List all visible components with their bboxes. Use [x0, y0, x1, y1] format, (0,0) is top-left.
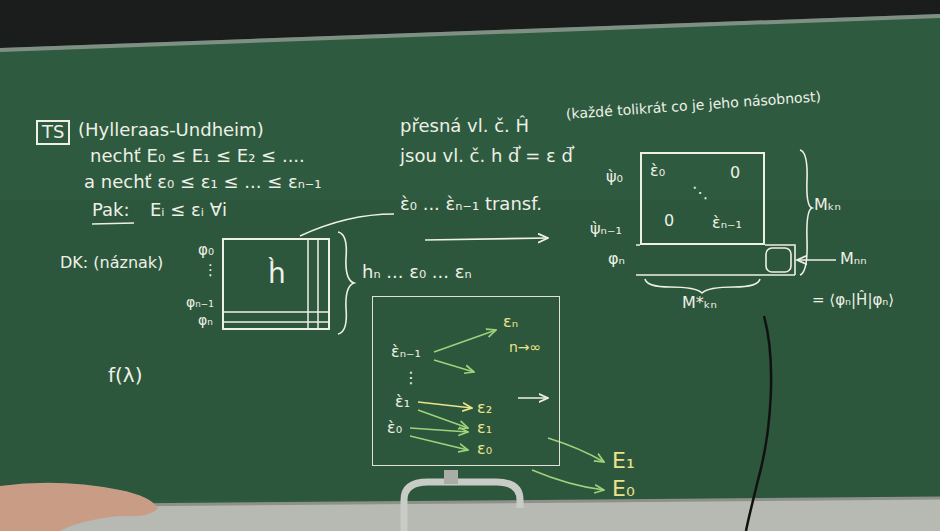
note-text: přesná vl. č. Ĥ: [400, 116, 529, 137]
row-label: ψ̀₀: [606, 168, 623, 186]
matrix-symbol: h̀: [268, 258, 286, 290]
curly-brace: [800, 150, 812, 275]
formula: ὲ₀ ... ὲₙ₋₁ transf.: [400, 194, 542, 215]
formula: = ⟨φₙ|Ĥ|φₙ⟩: [812, 292, 894, 309]
theorem-tag-text: TS: [42, 122, 64, 143]
note-text: (každé tolikrát co je jeho násobnost): [565, 88, 821, 122]
energy-level: εₙ: [503, 313, 518, 331]
formula: Eᵢ ≤ εᵢ ∀i: [150, 200, 227, 221]
faucet: [404, 482, 520, 531]
formula: hₙ ... ε₀ ... εₙ: [362, 262, 472, 283]
wall-band: [0, 0, 940, 48]
level-arrow: [434, 330, 496, 352]
energy-level: E₀: [612, 476, 635, 501]
note-text: jsou vl. č. h d⃗ = ε d⃗: [400, 146, 573, 167]
ellipsis: ⋮: [403, 369, 419, 387]
energy-level: ε₀: [477, 440, 492, 458]
matrix-partition: [222, 238, 330, 330]
mnn-cell: [766, 248, 791, 272]
assumption-text: nechť E₀ ≤ E₁ ≤ E₂ ≤ ....: [90, 146, 305, 167]
block-label: Mₖₙ: [814, 196, 841, 214]
leader-curve: [300, 214, 394, 236]
lecturer-hand: [0, 483, 158, 531]
row-dots: ⋮: [203, 262, 218, 279]
board-frame: [0, 16, 940, 50]
under-brace: [645, 279, 760, 293]
row-label: ψ̀ₙ₋₁: [590, 220, 622, 238]
limit-arrow: [532, 470, 604, 490]
level-arrow: [418, 402, 472, 408]
row-label: φ₀: [198, 242, 214, 259]
faucet-valve: [444, 470, 458, 484]
row-label: φₙ₋₁: [186, 294, 214, 310]
matrix-entry: 0: [730, 164, 740, 182]
limit-arrow: [518, 397, 548, 399]
energy-level: ὲ₁: [395, 393, 410, 411]
limit-arrow: [548, 438, 604, 462]
board-shade: [0, 200, 940, 500]
level-arrow: [410, 428, 468, 432]
curly-brace: [338, 232, 354, 334]
matrix-entry: 0: [664, 212, 674, 230]
row-label: φₙ: [198, 312, 213, 328]
matrix-entry: ὲₙ₋₁: [712, 214, 742, 232]
matrix-entry: ὲ₀: [650, 162, 665, 180]
proof-heading: DK: (náznak): [60, 254, 163, 272]
level-arrow: [434, 360, 474, 372]
theorem-tag: TS: [36, 120, 70, 145]
transform-arrow: [425, 238, 548, 240]
matrix-bottom-row: [636, 245, 795, 275]
level-scheme-box: εₙ ὲₙ₋₁ n→∞ ⋮ ὲ₁ ε₂ ὲ₀ ε₁ ε₀: [372, 296, 560, 466]
row-label: φₙ: [608, 250, 625, 268]
limit-note: n→∞: [509, 339, 541, 355]
pen-stroke: [746, 316, 771, 531]
underline: [92, 223, 134, 224]
keyword: Pak:: [92, 200, 130, 221]
pointer-arrow: [797, 259, 836, 261]
energy-level: ε₁: [477, 419, 492, 437]
matrix-box: ὲ₀ 0 ⋱ 0 ὲₙ₋₁: [640, 152, 765, 245]
energy-level: E₁: [612, 448, 635, 473]
assumption-text: a nechť ε₀ ≤ ε₁ ≤ ... ≤ εₙ₋₁: [84, 172, 322, 193]
formula: f(λ): [108, 364, 142, 387]
energy-level: ὲₙ₋₁: [391, 343, 421, 361]
level-arrow: [418, 410, 468, 428]
matrix-box: h̀: [222, 238, 330, 330]
level-arrow: [410, 436, 468, 450]
block-label: Mₙₙ: [840, 250, 867, 268]
energy-level: ε₂: [477, 399, 492, 417]
matrix-dots: ⋱: [692, 184, 708, 202]
theorem-name: (Hylleraas-Undheim): [78, 120, 264, 141]
block-label: M*ₖₙ: [682, 294, 717, 312]
energy-level: ὲ₀: [387, 419, 402, 437]
